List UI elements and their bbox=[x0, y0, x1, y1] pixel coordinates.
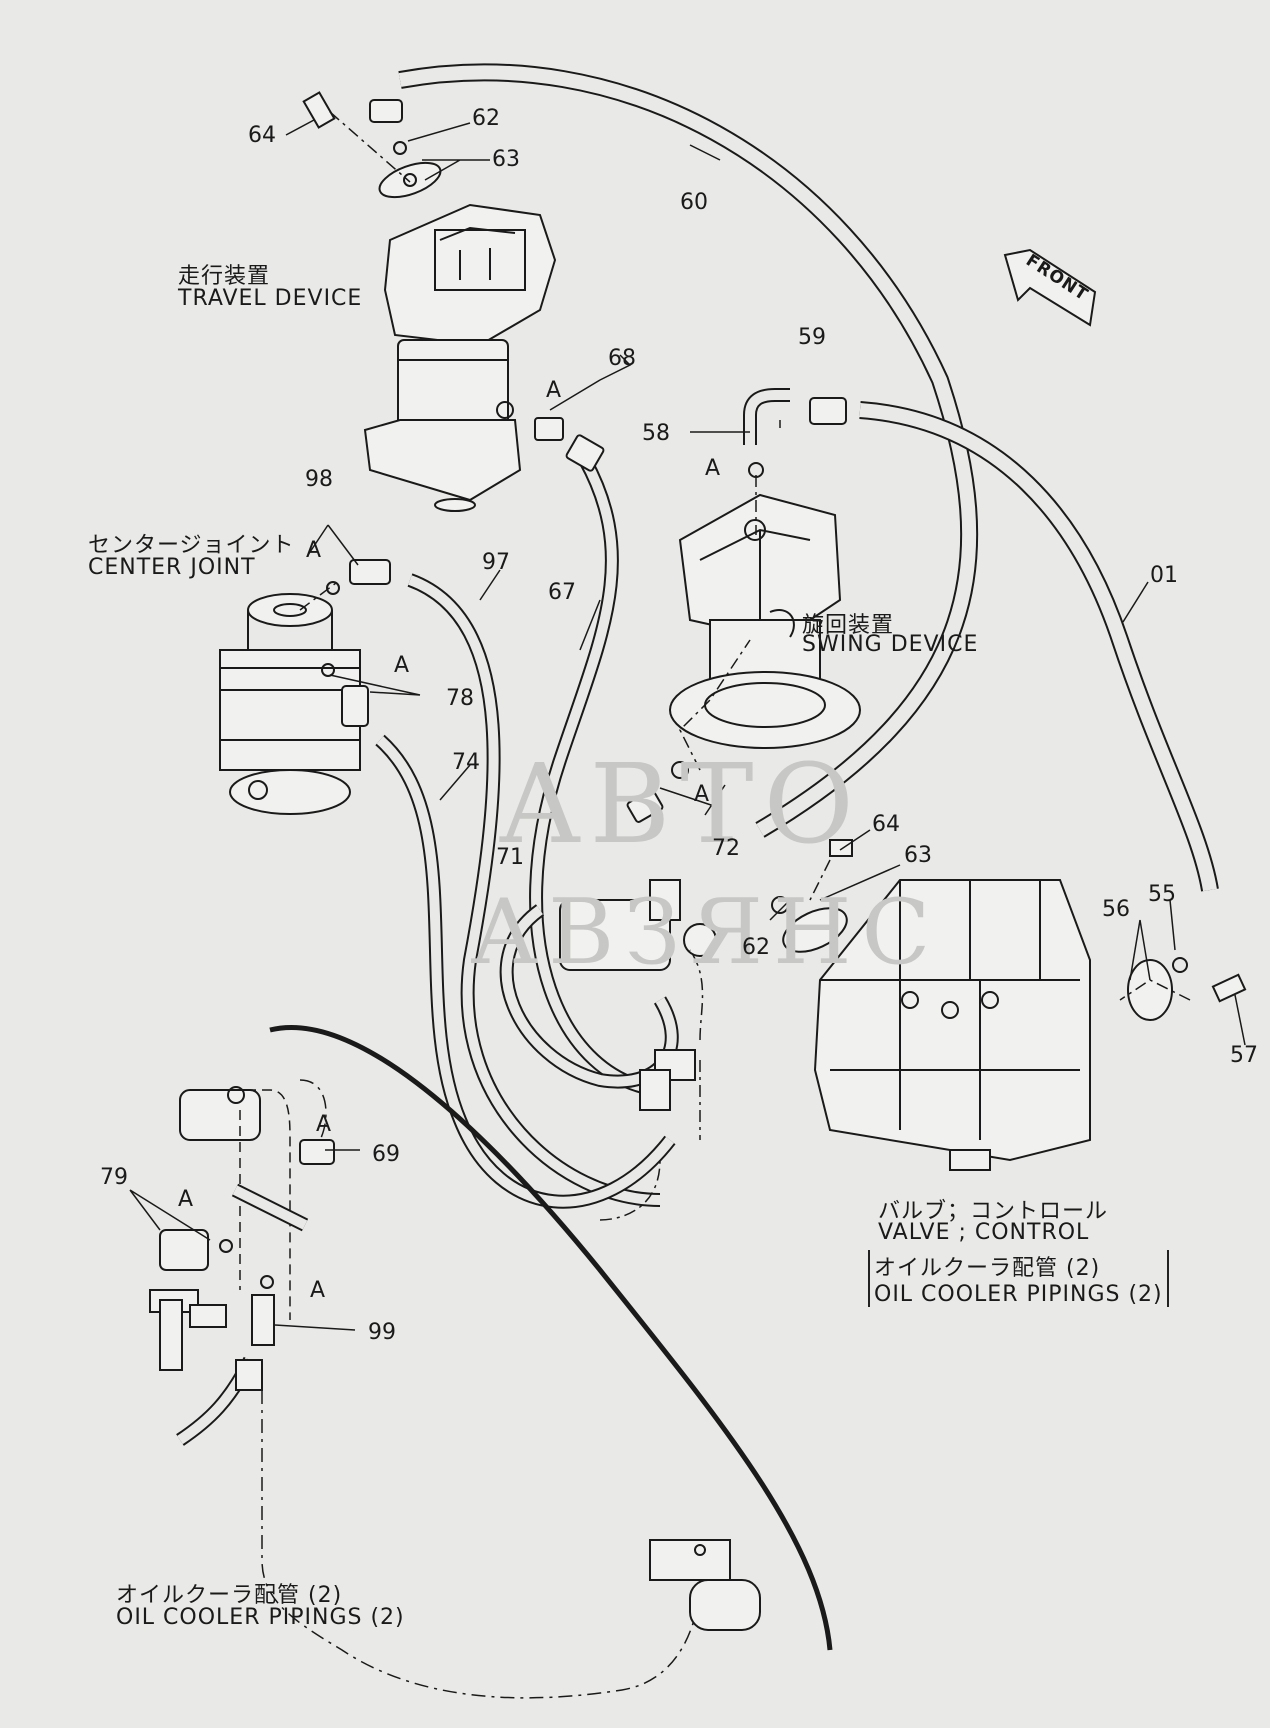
hose-71 bbox=[499, 904, 679, 1089]
sub-marker-a-98: A bbox=[306, 538, 322, 563]
part-72: 72 bbox=[712, 836, 740, 861]
part-62-lower: 62 bbox=[742, 935, 770, 960]
tee-99 bbox=[251, 1294, 275, 1346]
part-78: 78 bbox=[446, 686, 474, 711]
watermark-line1: ABTO bbox=[500, 740, 864, 868]
travel-device-jp: 走行装置 bbox=[178, 264, 271, 289]
part-99: 99 bbox=[368, 1320, 396, 1345]
travel-device-en: TRAVEL DEVICE bbox=[178, 286, 363, 311]
part-59: 59 bbox=[798, 325, 826, 350]
swing-device-jp: 旋回装置 bbox=[802, 613, 895, 638]
center-joint-en: CENTER JOINT bbox=[88, 555, 256, 580]
part-74: 74 bbox=[452, 750, 480, 775]
part-64-top: 64 bbox=[248, 123, 276, 148]
elbow-58 bbox=[743, 388, 790, 445]
oil-cooler-right-en: OIL COOLER PIPINGS (2) bbox=[874, 1282, 1163, 1307]
part-58: 58 bbox=[642, 421, 670, 446]
o-ring-55 bbox=[1172, 957, 1188, 973]
part-60: 60 bbox=[680, 190, 708, 215]
flange-56 bbox=[1127, 959, 1173, 1021]
control-valve-en: VALVE ; CONTROL bbox=[878, 1220, 1090, 1245]
sub-marker-a-79: A bbox=[178, 1187, 194, 1212]
hose-01 bbox=[859, 401, 1219, 892]
part-98: 98 bbox=[305, 467, 333, 492]
part-69: 69 bbox=[372, 1142, 400, 1167]
sub-marker-a-78: A bbox=[394, 653, 410, 678]
hose-end-68 bbox=[565, 434, 605, 472]
oil-cooler-right-bracket: オイルクーラ配管 (2) OIL COOLER PIPINGS (2) bbox=[868, 1250, 1169, 1307]
part-63-top: 63 bbox=[492, 147, 520, 172]
part-79: 79 bbox=[100, 1165, 128, 1190]
bolt-57 bbox=[1211, 973, 1247, 1003]
watermark-line2: АВЗЯНС bbox=[470, 880, 941, 985]
bolt-64-top bbox=[302, 91, 336, 129]
elbow-79 bbox=[159, 1229, 209, 1271]
oil-cooler-fittings bbox=[149, 1079, 761, 1699]
o-ring-78 bbox=[321, 663, 335, 677]
fitting-69 bbox=[299, 1139, 335, 1165]
hose-67 bbox=[529, 456, 661, 1097]
adapter-72 bbox=[626, 789, 664, 823]
part-67: 67 bbox=[548, 580, 576, 605]
travel-device bbox=[363, 203, 557, 512]
center-joint-jp: センタージョイント bbox=[88, 533, 295, 558]
part-57: 57 bbox=[1230, 1043, 1258, 1068]
control-valve-jp: バルブ；コントロール bbox=[878, 1199, 1109, 1224]
o-ring-98 bbox=[326, 581, 340, 595]
nut-59 bbox=[809, 397, 847, 425]
part-68: 68 bbox=[608, 346, 636, 371]
o-ring-58 bbox=[748, 462, 764, 478]
hose-60 bbox=[398, 63, 979, 838]
o-ring-62-lower bbox=[771, 896, 789, 914]
swing-device bbox=[669, 493, 861, 749]
elbow-top bbox=[369, 99, 403, 123]
sub-marker-a-99: A bbox=[310, 1278, 326, 1303]
leader-lines bbox=[129, 119, 1246, 1331]
part-71: 71 bbox=[496, 845, 524, 870]
swing-device-en: SWING DEVICE bbox=[802, 632, 979, 657]
oil-cooler-left-en: OIL COOLER PIPINGS (2) bbox=[116, 1605, 405, 1630]
part-62-top: 62 bbox=[472, 106, 500, 131]
part-64-lower: 64 bbox=[872, 812, 900, 837]
adapter-68 bbox=[534, 417, 564, 441]
part-63-lower: 63 bbox=[904, 843, 932, 868]
part-01: 01 bbox=[1150, 563, 1178, 588]
tee-78 bbox=[341, 685, 369, 727]
sub-marker-a-68: A bbox=[546, 378, 562, 403]
o-ring-62-top bbox=[393, 141, 407, 155]
part-55: 55 bbox=[1148, 882, 1176, 907]
sub-marker-a-69: A bbox=[316, 1112, 332, 1137]
tee-fitting-center bbox=[559, 879, 717, 1111]
elbow-98 bbox=[349, 559, 391, 585]
flange-63-lower bbox=[782, 907, 848, 953]
oil-cooler-right-jp: オイルクーラ配管 (2) bbox=[874, 1256, 1101, 1281]
center-joint bbox=[219, 593, 361, 815]
hose-74 bbox=[375, 734, 676, 1209]
front-arrow bbox=[1003, 248, 1097, 327]
sub-marker-a-58: A bbox=[705, 456, 721, 481]
cooler-block bbox=[649, 1539, 731, 1581]
bolt-64-lower bbox=[829, 839, 853, 857]
sub-marker-a-72: A bbox=[694, 782, 710, 807]
o-ring-72 bbox=[671, 761, 689, 779]
flange-63-top bbox=[378, 161, 442, 199]
group-boundary-line bbox=[269, 1024, 833, 1651]
oil-cooler-left-jp: オイルクーラ配管 (2) bbox=[116, 1583, 343, 1608]
part-56: 56 bbox=[1102, 897, 1130, 922]
control-valve bbox=[813, 879, 1091, 1171]
part-97: 97 bbox=[482, 550, 510, 575]
hose-97 bbox=[407, 573, 661, 1207]
